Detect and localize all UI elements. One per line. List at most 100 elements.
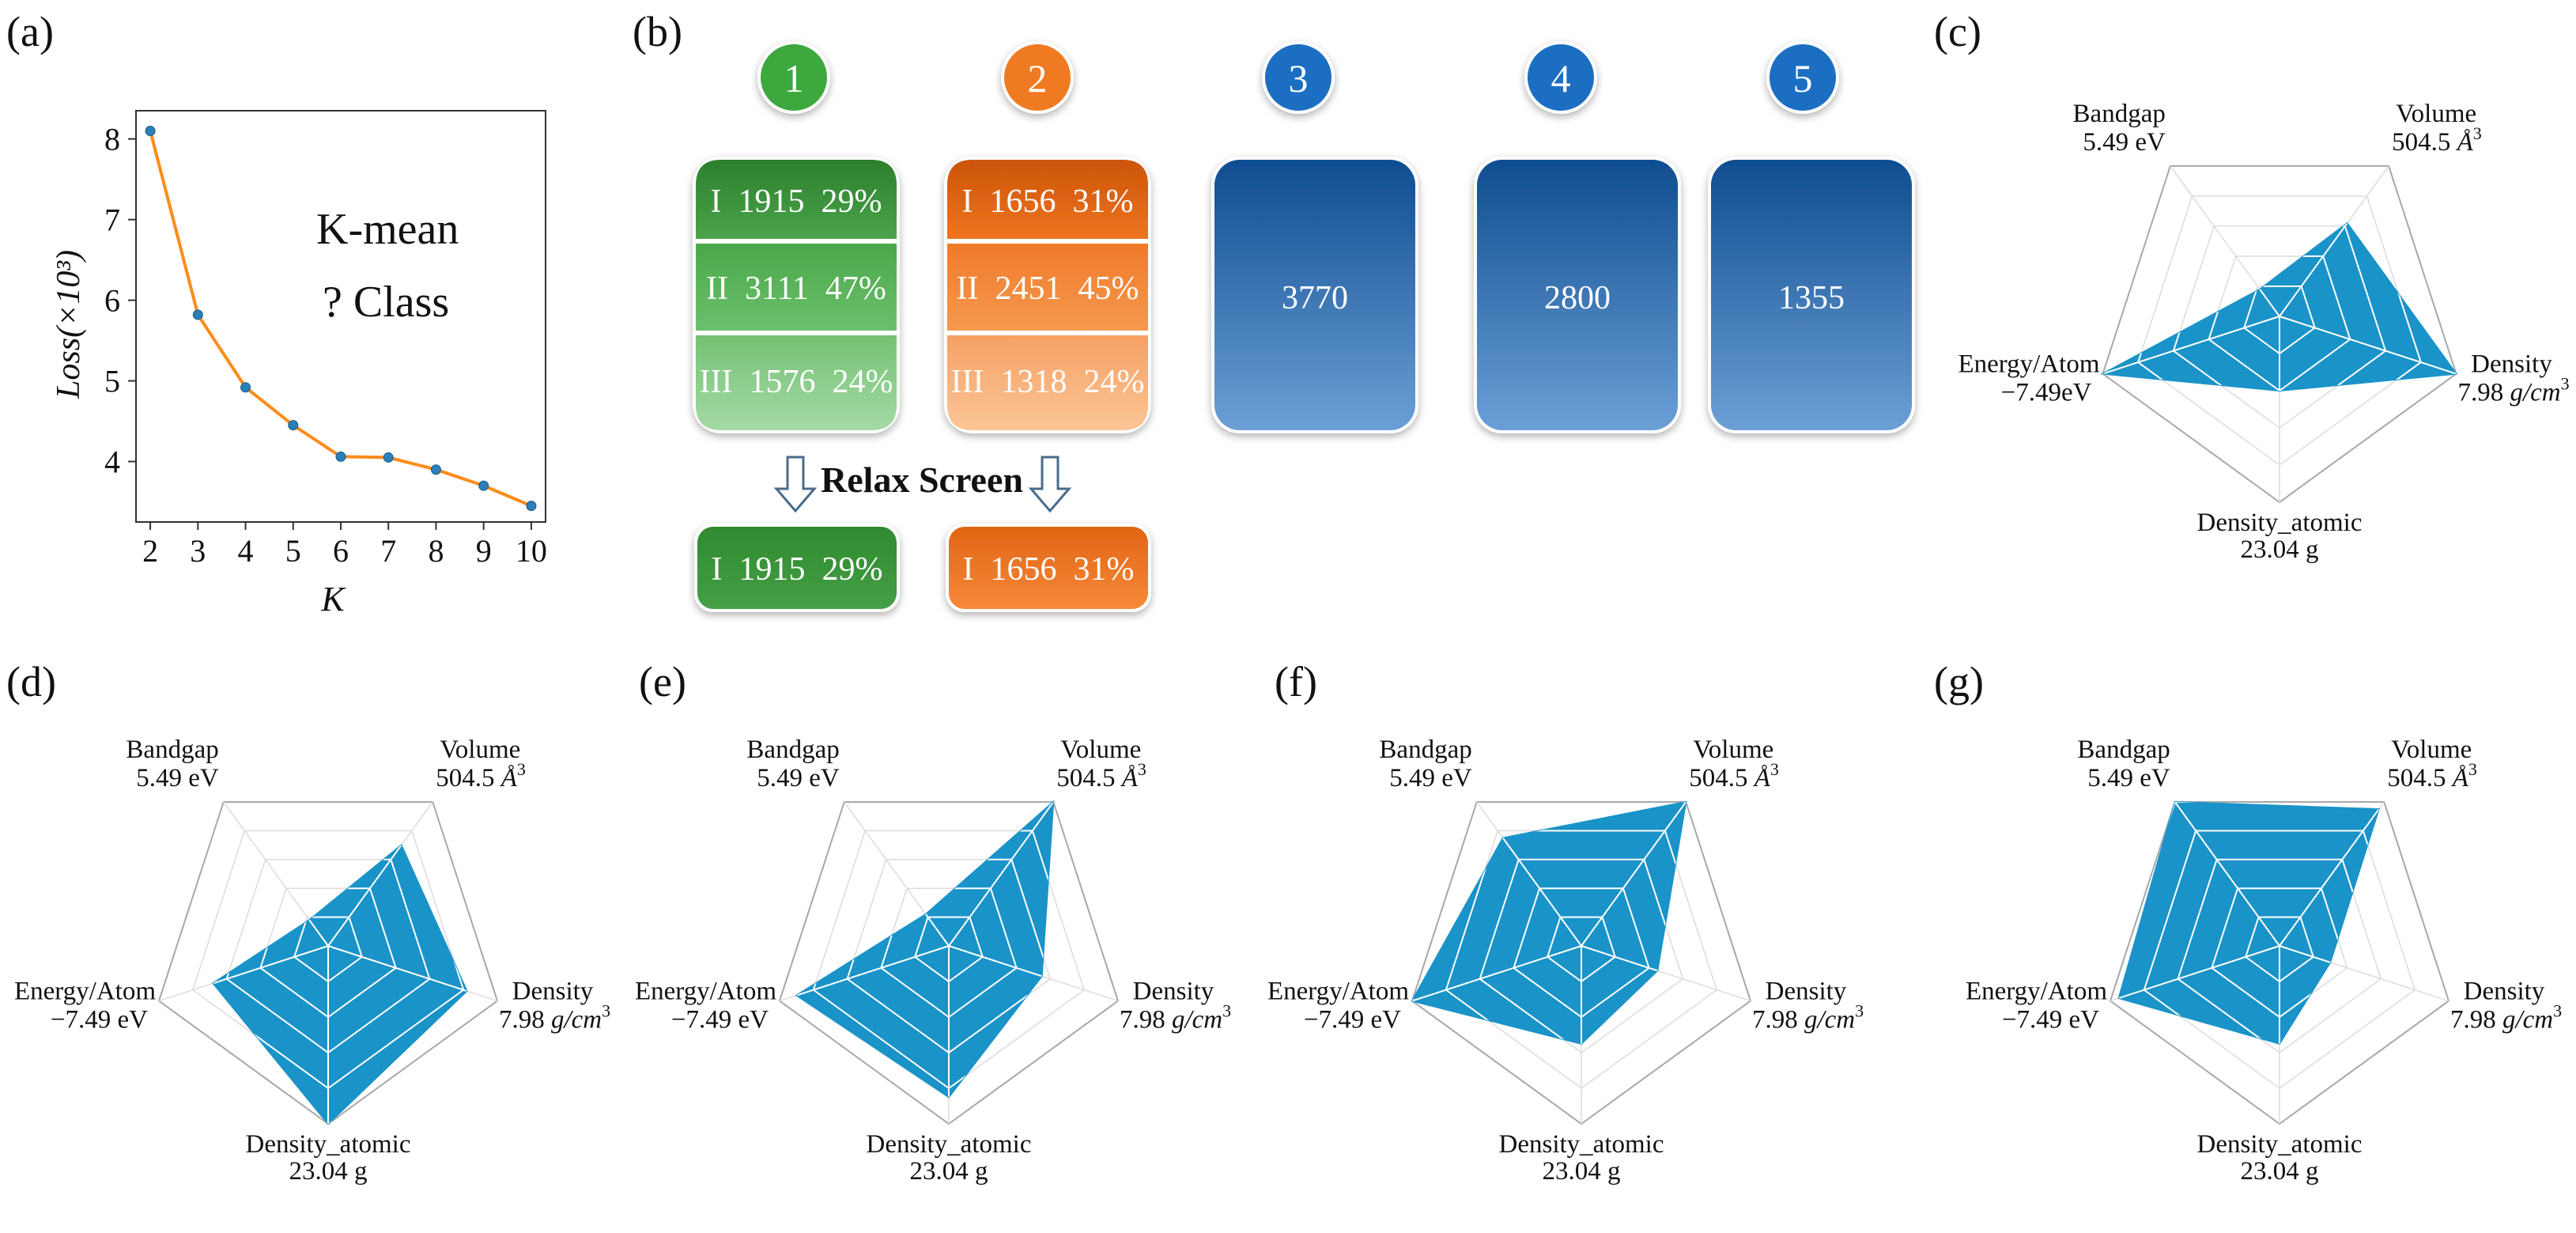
axis-exp-density: 3 xyxy=(602,1001,610,1021)
radar-frame xyxy=(1411,800,1752,1125)
y-tick-label: 7 xyxy=(104,202,120,238)
axis-label-density: Density xyxy=(1133,978,1214,1006)
radar-grid-spoke xyxy=(2279,801,2379,947)
radar-grid-spoke xyxy=(2279,316,2457,375)
x-tick-label: 6 xyxy=(333,533,349,569)
axis-unit-density: g/cm xyxy=(551,1006,602,1034)
axis-label-bandgap: Bandgap xyxy=(2073,100,2166,128)
cluster4-count: 2800 xyxy=(1544,280,1611,316)
y-tick-label: 6 xyxy=(104,283,120,319)
axis-value-density-atomic: 23.04 g xyxy=(1543,1157,1621,1186)
axis-value-volume: 504.5 Å3 xyxy=(2387,759,2477,792)
panel-label-d: (d) xyxy=(6,658,56,705)
axis-exp-volume: 3 xyxy=(1770,759,1779,779)
axis-value-energy: −7.49 eV xyxy=(2002,1006,2099,1034)
cluster2-row-1: I 1656 31% xyxy=(962,183,1134,220)
axis-value-volume: 504.5 Å3 xyxy=(2392,123,2482,157)
x-tick-label: 9 xyxy=(476,533,492,569)
radar-ring xyxy=(2137,195,2422,466)
axis-label-energy: Energy/Atom xyxy=(1966,978,2107,1006)
axis-label-volume: Volume xyxy=(2391,736,2472,764)
axis-label-energy: Energy/Atom xyxy=(1267,978,1409,1006)
axis-label-density: Density xyxy=(512,978,594,1006)
x-tick-label: 5 xyxy=(285,533,301,569)
cluster2-row-2: II 2451 45% xyxy=(957,270,1139,307)
loss-point xyxy=(288,420,299,431)
axis-label-density: Density xyxy=(2471,350,2552,379)
axis-value-volume: 504.5 Å3 xyxy=(1689,759,1779,792)
axis-unit-volume: Å xyxy=(2451,763,2469,792)
axis-exp-volume: 3 xyxy=(1138,759,1146,779)
x-axis-label: K xyxy=(320,580,346,618)
radar-grid-spoke xyxy=(2279,223,2389,317)
axis-value-density-atomic: 23.04 g xyxy=(289,1157,368,1186)
axis-value-volume: 504.5 Å3 xyxy=(436,759,526,792)
axis-value-density: 7.98 g/cm3 xyxy=(1752,1001,1864,1034)
radar-grid-spoke xyxy=(796,945,950,1002)
axis-value-bandgap: 5.49 eV xyxy=(2083,128,2166,157)
annotation-class: ? Class xyxy=(323,278,449,327)
x-tick-label: 2 xyxy=(142,533,158,569)
axis-exp-density: 3 xyxy=(2561,374,2570,394)
radar-data-area xyxy=(1411,800,1687,1045)
axis-value-energy: −7.49 eV xyxy=(51,1006,148,1034)
axis-label-bandgap: Bandgap xyxy=(1379,736,1471,764)
relaxed-cluster1-box xyxy=(694,524,900,612)
axis-exp-density: 3 xyxy=(1222,1001,1231,1021)
radar-grid-ring xyxy=(2208,255,2351,391)
axis-label-energy: Energy/Atom xyxy=(1958,350,2099,379)
cluster2-box xyxy=(944,157,1151,433)
loss-point xyxy=(192,309,203,320)
loss-point xyxy=(145,125,156,136)
axis-exp-density: 3 xyxy=(2553,1001,2562,1021)
axis-value-density: 7.98 g/cm3 xyxy=(1120,1001,1231,1034)
radar-data-area xyxy=(212,843,468,1125)
axis-label-density-atomic: Density_atomic xyxy=(246,1130,411,1159)
radar-grid-ring xyxy=(213,845,465,1090)
radar-frame xyxy=(2109,800,2450,1125)
axis-label-energy: Energy/Atom xyxy=(635,978,776,1006)
y-tick-label: 8 xyxy=(104,122,120,157)
y-tick-label: 4 xyxy=(104,444,120,480)
axis-label-volume: Volume xyxy=(440,736,520,764)
cluster-circle-3: 3 xyxy=(1262,41,1335,114)
circle-label-4: 4 xyxy=(1551,56,1571,100)
radar-grid-spoke xyxy=(948,945,1054,1002)
radar-grid-ring xyxy=(880,887,1018,1019)
axis-value-density: 7.98 g/cm3 xyxy=(2450,1001,2562,1034)
y-axis-label: Loss(×10³) xyxy=(51,250,87,399)
loss-point xyxy=(335,451,346,462)
x-tick-label: 8 xyxy=(428,533,444,569)
cluster5-count: 1355 xyxy=(1778,280,1845,316)
circle-label-2: 2 xyxy=(1028,56,1048,100)
relax-screen-label: Relax Screen xyxy=(821,460,1023,500)
radar-grid-spoke xyxy=(1581,801,1686,947)
radar-frame xyxy=(157,800,499,1125)
axis-value-volume: 504.5 Å3 xyxy=(1056,759,1146,792)
axis-label-volume: Volume xyxy=(1060,736,1141,764)
axis-exp-volume: 3 xyxy=(517,759,526,779)
radar-ring xyxy=(812,830,1086,1089)
cluster-circle-1: 1 xyxy=(757,41,830,114)
panel-label-b: (b) xyxy=(633,8,682,55)
axis-label-bandgap: Bandgap xyxy=(746,736,839,764)
axis-unit-density: g/cm xyxy=(2502,1006,2553,1034)
radar-grid-ring xyxy=(2243,285,2316,355)
radar-grid-spoke xyxy=(948,801,1054,947)
cluster1-box xyxy=(693,157,900,433)
relaxed-cluster2-box xyxy=(946,524,1151,612)
radar-grid-ring xyxy=(1547,916,1616,983)
radar-inner-grid xyxy=(796,801,1054,1098)
axis-value-density: 7.98 g/cm3 xyxy=(499,1001,610,1034)
radar-grid-ring xyxy=(1513,887,1650,1019)
axis-value-energy: −7.49 eV xyxy=(1304,1006,1401,1034)
axis-label-density: Density xyxy=(1766,978,1847,1006)
radar-grid-spoke xyxy=(2102,316,2280,375)
axis-unit-volume: Å xyxy=(2456,127,2474,157)
axis-value-bandgap: 5.49 eV xyxy=(2087,764,2170,792)
cluster-circle-4: 4 xyxy=(1524,41,1597,114)
